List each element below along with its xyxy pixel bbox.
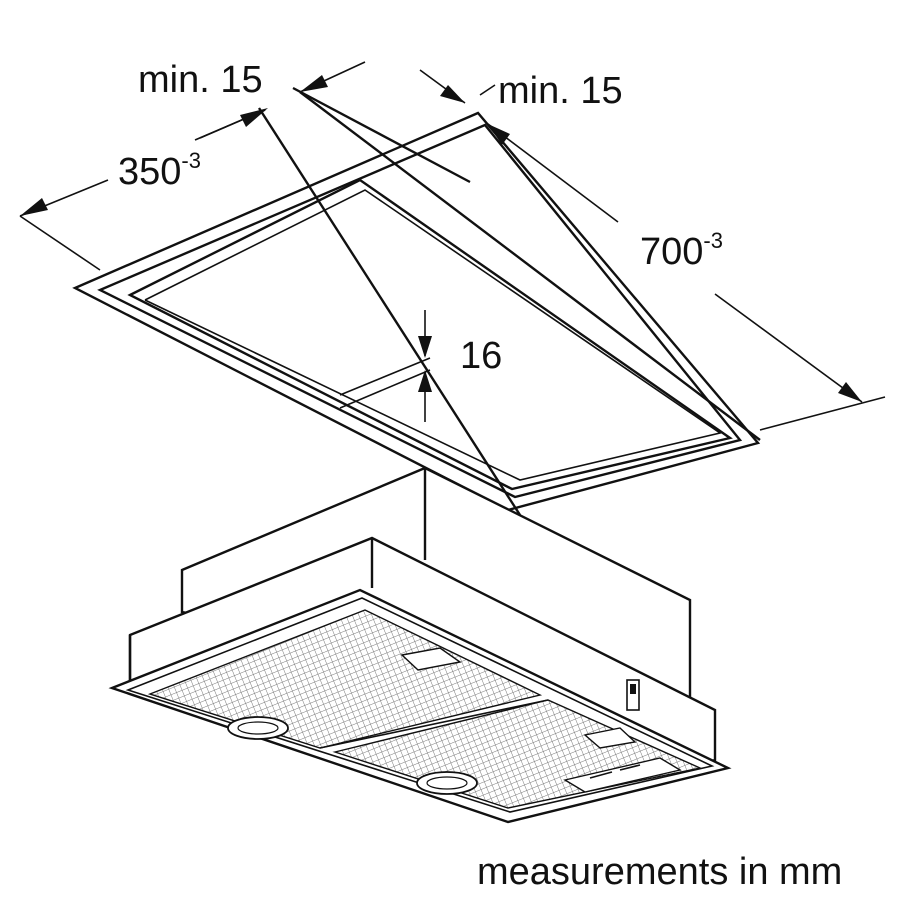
depth-label: 16: [460, 335, 502, 377]
width-label: 350-3: [118, 148, 201, 193]
ceiling-cutout: [72, 86, 761, 516]
dimension-min-right: min. 15: [419, 69, 623, 112]
min-right-label: min. 15: [498, 70, 623, 112]
dimension-min-left: min. 15: [138, 59, 366, 141]
dimension-depth: 16: [339, 310, 502, 422]
dimension-length: 700-3: [487, 123, 886, 431]
filter-handle-left: [400, 647, 462, 671]
measurements-caption: measurements in mm: [477, 851, 842, 893]
hood-unit: [108, 466, 732, 824]
dimension-width: 350-3: [19, 109, 266, 271]
length-label: 700-3: [640, 228, 723, 273]
control-panel: [563, 757, 682, 793]
min-left-label: min. 15: [138, 59, 263, 101]
filter-handle-right: [583, 727, 637, 749]
